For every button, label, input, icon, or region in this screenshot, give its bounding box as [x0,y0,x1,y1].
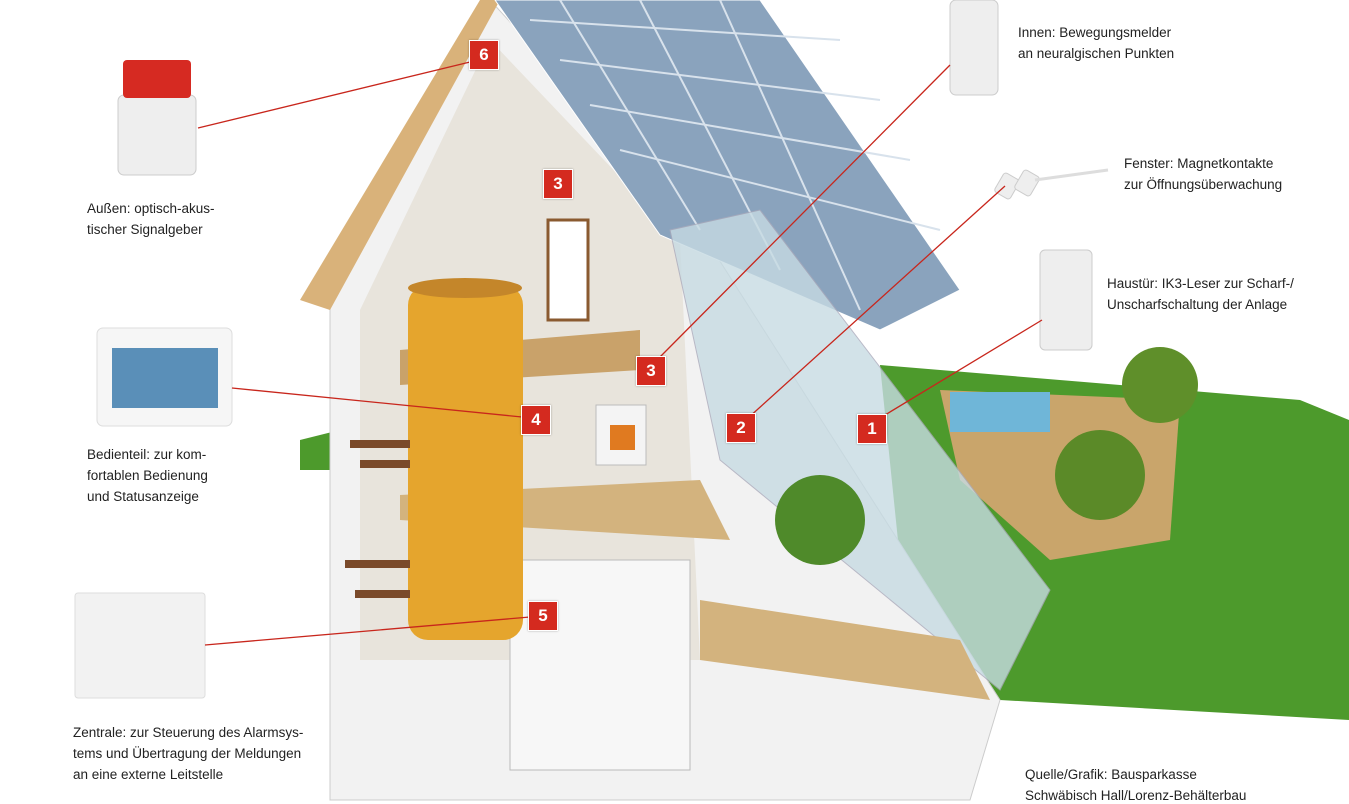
marker-5: 5 [528,601,558,631]
marker-1: 1 [857,414,887,444]
caption-line: fortablen Bedienung [87,468,208,483]
caption-line: tischer Signalgeber [87,222,203,237]
caption-line: an eine externe Leitstelle [73,767,224,782]
caption-aussen: Außen: optisch-akus- tischer Signalgeber [87,198,215,240]
marker-4: 4 [521,405,551,435]
caption-haustuer: Haustür: IK3-Leser zur Scharf-/ Unscharf… [1107,273,1294,315]
keypad-device [1039,249,1093,351]
storage-tank [408,285,523,640]
magnet-contact-device [994,172,1020,200]
caption-line: tems und Übertragung der Meldungen [73,746,302,761]
marker-3-upper: 3 [543,169,573,199]
pool [950,392,1050,432]
marker-3-lower: 3 [636,356,666,386]
caption-line: zur Öffnungsüberwachung [1124,177,1283,192]
tree [1055,430,1145,520]
basement [509,559,691,771]
caption-line: Haustür: IK3-Leser zur Scharf-/ [1107,276,1294,291]
roof-edge [300,0,500,310]
motion-detector-device [949,0,999,96]
caption-line: Innen: Bewegungsmelder [1018,25,1172,40]
plant [775,475,865,565]
leader-lines [197,61,1043,646]
caption-line: Zentrale: zur Steuerung des Alarmsys- [73,725,304,740]
caption-line: Außen: optisch-akus- [87,201,215,216]
caption-zentrale: Zentrale: zur Steuerung des Alarmsys- te… [73,722,303,785]
control-unit-device [74,592,206,699]
caption-quelle: Quelle/Grafik: Bausparkasse Schwäbisch H… [1025,764,1246,804]
marker-6: 6 [469,40,499,70]
caption-line: Schwäbisch Hall/Lorenz-Behälterbau [1025,788,1247,803]
caption-line: Unscharfschaltung der Anlage [1107,297,1288,312]
caption-fenster: Fenster: Magnetkontakte zur Öffnungsüber… [1124,153,1282,195]
glass-facade [669,209,1051,691]
caption-line: Fenster: Magnetkontakte [1124,156,1274,171]
caption-innen: Innen: Bewegungsmelder an neuralgischen … [1018,22,1174,64]
ground-floor [700,600,990,700]
tree [1122,347,1198,423]
siren-device [117,94,197,176]
caption-line: Quelle/Grafik: Bausparkasse [1025,767,1197,782]
marker-2: 2 [726,413,756,443]
caption-line: Bedienteil: zur kom- [87,447,207,462]
caption-line: an neuralgischen Punkten [1018,46,1175,61]
door [546,218,590,322]
caption-bedienteil: Bedienteil: zur kom- fortablen Bedienung… [87,444,208,507]
caption-line: und Statusanzeige [87,489,199,504]
